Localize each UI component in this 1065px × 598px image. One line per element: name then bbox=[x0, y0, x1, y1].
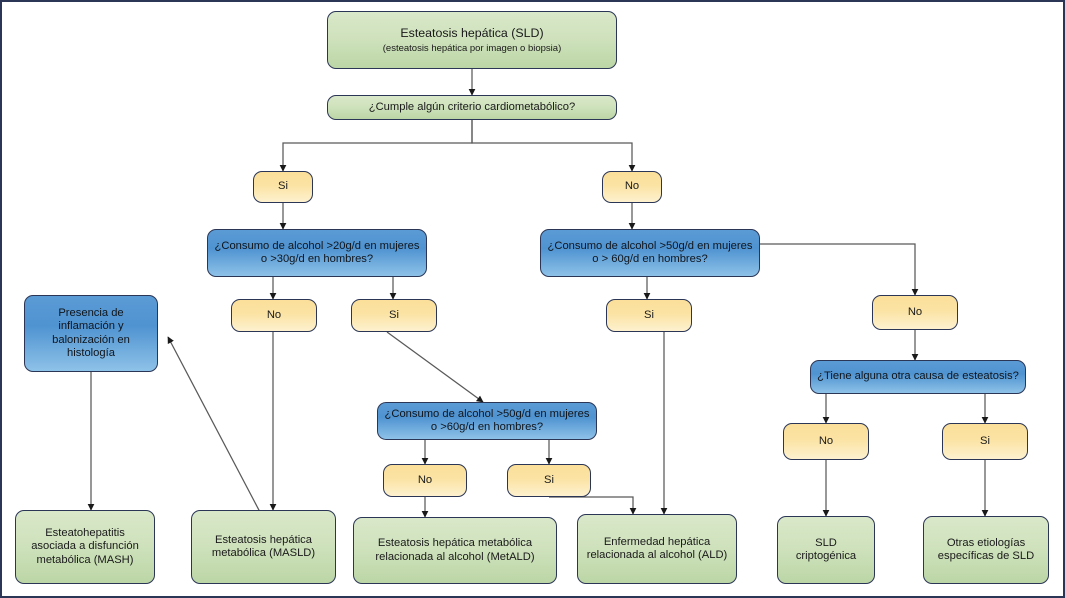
node-sld-root-subtitle: (esteatosis hepática por imagen o biopsi… bbox=[382, 43, 562, 54]
node-otra-causa-esteatosis-label: ¿Tiene alguna otra causa de esteatosis? bbox=[817, 370, 1019, 383]
node-alcohol-50-60-right[interactable]: ¿Consumo de alcohol >50g/d en mujeres o … bbox=[540, 229, 760, 277]
node-otras-etiologias[interactable]: Otras etiologías específicas de SLD bbox=[923, 516, 1049, 584]
node-ald[interactable]: Enfermedad hepática relacionada al alcoh… bbox=[577, 514, 737, 584]
node-no-2[interactable]: No bbox=[231, 299, 317, 332]
node-metald-label: Esteatosis hepática metabólica relaciona… bbox=[375, 537, 535, 563]
node-no-4-label: No bbox=[417, 473, 433, 486]
node-si-3[interactable]: Si bbox=[606, 299, 692, 332]
node-sld-criptogenica-label: SLD criptogénica bbox=[795, 536, 857, 562]
node-si-1[interactable]: Si bbox=[253, 171, 313, 203]
node-mash[interactable]: Esteatohepatitis asociada a disfunción m… bbox=[15, 510, 155, 584]
node-no-3[interactable]: No bbox=[872, 295, 958, 330]
node-inflamacion-histologia[interactable]: Presencia de inflamación y balonización … bbox=[24, 295, 158, 372]
node-no-5-label: No bbox=[818, 434, 834, 447]
node-no-4[interactable]: No bbox=[383, 464, 467, 497]
node-si-4-label: Si bbox=[544, 473, 554, 486]
node-alcohol-50-60-mid[interactable]: ¿Consumo de alcohol >50g/d en mujeres o … bbox=[377, 402, 597, 440]
node-si-5-label: Si bbox=[980, 434, 990, 447]
node-masld[interactable]: Esteatosis hepática metabólica (MASLD) bbox=[191, 510, 336, 584]
node-no-5[interactable]: No bbox=[783, 423, 869, 460]
node-si-2[interactable]: Si bbox=[351, 299, 437, 332]
node-sld-root-title: Esteatosis hepática (SLD) bbox=[400, 25, 544, 40]
node-no-1[interactable]: No bbox=[602, 171, 662, 203]
node-si-3-label: Si bbox=[644, 308, 654, 321]
node-alcohol-50-60-mid-label: ¿Consumo de alcohol >50g/d en mujeres o … bbox=[384, 407, 590, 433]
node-metald[interactable]: Esteatosis hepática metabólica relaciona… bbox=[353, 517, 557, 584]
node-inflamacion-histologia-label: Presencia de inflamación y balonización … bbox=[52, 307, 130, 359]
node-alcohol-20-30-label: ¿Consumo de alcohol >20g/d en mujeres o … bbox=[214, 239, 420, 265]
node-no-3-label: No bbox=[907, 305, 923, 318]
node-si-1-label: Si bbox=[278, 180, 288, 193]
node-alcohol-50-60-right-label: ¿Consumo de alcohol >50g/d en mujeres o … bbox=[547, 239, 753, 265]
node-si-2-label: Si bbox=[389, 308, 399, 321]
node-no-2-label: No bbox=[266, 308, 282, 321]
node-alcohol-20-30[interactable]: ¿Consumo de alcohol >20g/d en mujeres o … bbox=[207, 229, 427, 277]
node-sld-root[interactable]: Esteatosis hepática (SLD) (esteatosis he… bbox=[327, 11, 617, 69]
node-masld-label: Esteatosis hepática metabólica (MASLD) bbox=[211, 533, 316, 559]
node-criterio-cardiometabolico[interactable]: ¿Cumple algún criterio cardiometabólico? bbox=[327, 95, 617, 120]
node-si-4[interactable]: Si bbox=[507, 464, 591, 497]
node-si-5[interactable]: Si bbox=[942, 423, 1028, 460]
node-otras-etiologias-label: Otras etiologías específicas de SLD bbox=[937, 536, 1035, 562]
node-mash-label: Esteatohepatitis asociada a disfunción m… bbox=[31, 527, 139, 566]
node-no-1-label: No bbox=[624, 180, 640, 193]
node-sld-criptogenica[interactable]: SLD criptogénica bbox=[777, 516, 875, 584]
node-ald-label: Enfermedad hepática relacionada al alcoh… bbox=[586, 535, 728, 561]
node-otra-causa-esteatosis[interactable]: ¿Tiene alguna otra causa de esteatosis? bbox=[810, 360, 1026, 394]
node-criterio-cardiometabolico-label: ¿Cumple algún criterio cardiometabólico? bbox=[368, 100, 576, 113]
